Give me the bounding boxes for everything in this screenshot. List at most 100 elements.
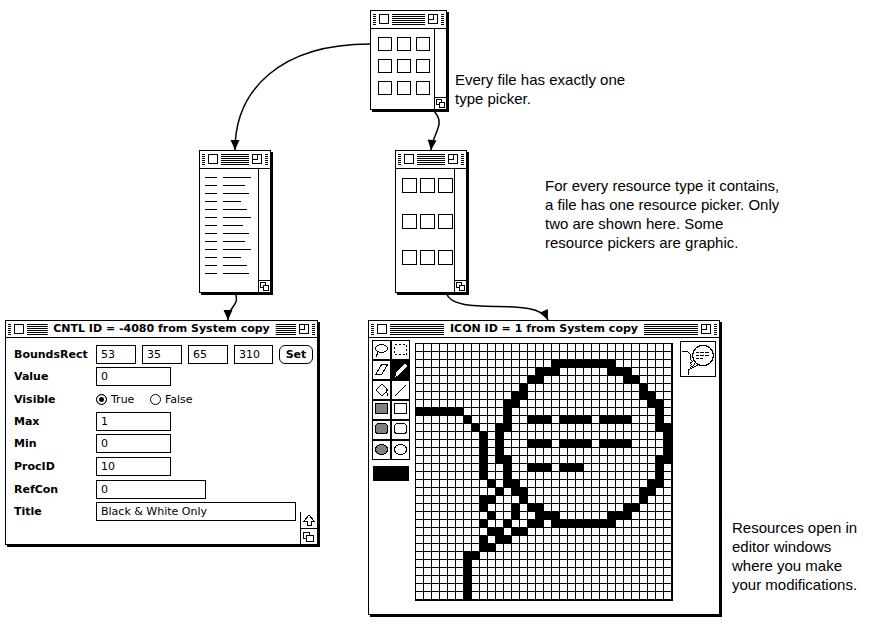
list-entry [223,209,247,210]
close-box [378,325,387,334]
title-bar-stripes [8,323,315,335]
type-icon [398,38,411,51]
preview-pixel [702,365,703,366]
fat-pixel [488,528,495,535]
fat-pixel [504,472,511,479]
zoom-box [702,325,711,334]
preview-pixel [696,358,697,359]
fat-pixel [472,552,479,559]
close-box-gap [11,322,27,336]
fat-pixel [552,520,559,527]
preview-pixel [700,365,701,366]
fat-pixel [600,440,607,447]
fat-pixel [624,512,631,519]
preview-pixel [691,360,692,361]
preview-pixel [690,356,691,357]
list-entry [205,217,217,218]
fat-pixel [536,520,543,527]
preview-pixel [700,355,701,356]
preview-pixel [713,357,714,358]
fat-pixel [520,488,527,495]
preview-pixel [700,345,701,346]
fat-pixel [656,408,663,415]
fat-pixel [608,440,615,447]
close-box [380,15,389,24]
zoom-box-gap [296,322,312,336]
fat-pixel [640,384,647,391]
fat-pixel [584,440,591,447]
fat-pixel [480,504,487,511]
list-entry [223,177,251,178]
list-entry [223,193,249,194]
fat-pixel [632,376,639,383]
type-icon [379,38,392,51]
preview-pixel [707,364,708,365]
preview-pixel [692,354,693,355]
zoom-box-gap [425,12,441,27]
fat-pixel [664,440,671,447]
preview-pixel [690,365,691,366]
fat-pixel [648,480,655,487]
preview-pixel [690,355,691,356]
preview-pixel [703,345,704,346]
preview-pixel [710,349,711,350]
preview-pixel [705,352,706,353]
preview-pixel [690,354,691,355]
fat-pixel [656,424,663,431]
preview-pixel [713,356,714,357]
fat-pixel [648,488,655,495]
pencil-tool-selected [392,361,409,379]
zoom-box-gap [698,322,714,336]
preview-pixel [690,359,691,360]
preview-pixel [706,365,707,366]
resource-icon [403,251,417,265]
fat-pixel [464,552,471,559]
window-frame [396,151,467,293]
preview-pixel [693,359,694,360]
fat-pixel [560,464,567,471]
title-bar-edge [370,28,447,29]
field-label: Max [14,415,39,428]
resource-icon [403,215,417,229]
fat-pixel [608,360,615,367]
preview-pixel [702,345,703,346]
fat-pixel [544,416,551,423]
fat-pixel [608,512,615,519]
preview-pixel [711,361,712,362]
callout-note: For every resource type it contains, a f… [545,176,780,252]
list-entry [205,209,217,210]
fat-pixel [488,496,495,503]
arrow-line [446,293,548,320]
fat-pixel [664,432,671,439]
list-entry [205,233,217,234]
preview-pixel [686,351,687,352]
text-field: 1 [96,412,171,431]
fat-pixel [512,392,519,399]
preview-pixel [701,352,702,353]
field-label: Min [14,437,37,450]
fat-pixel [648,400,655,407]
preview-pixel [698,364,699,365]
fat-pixel [472,424,479,431]
fat-pixel [520,392,527,399]
zoom-box-inner [449,155,454,160]
preview-pixel [713,353,714,354]
grow-box [460,286,465,291]
preview-pixel [684,351,685,352]
fat-pixel [512,528,519,535]
fat-pixel [640,496,647,503]
preview-pixel [697,358,698,359]
field-label: Visible [14,393,56,406]
tool-cell [392,361,410,380]
fat-pixel [536,440,543,447]
fat-pixel [624,504,631,511]
zoom-box [253,155,262,164]
fat-pixel [496,456,503,463]
preview-pixel [712,357,713,358]
preview-pixel [692,356,693,357]
fat-pixel [568,416,575,423]
preview-pixel [711,360,712,361]
text-field: Black & White Only [96,502,296,521]
fat-pixel [480,464,487,471]
